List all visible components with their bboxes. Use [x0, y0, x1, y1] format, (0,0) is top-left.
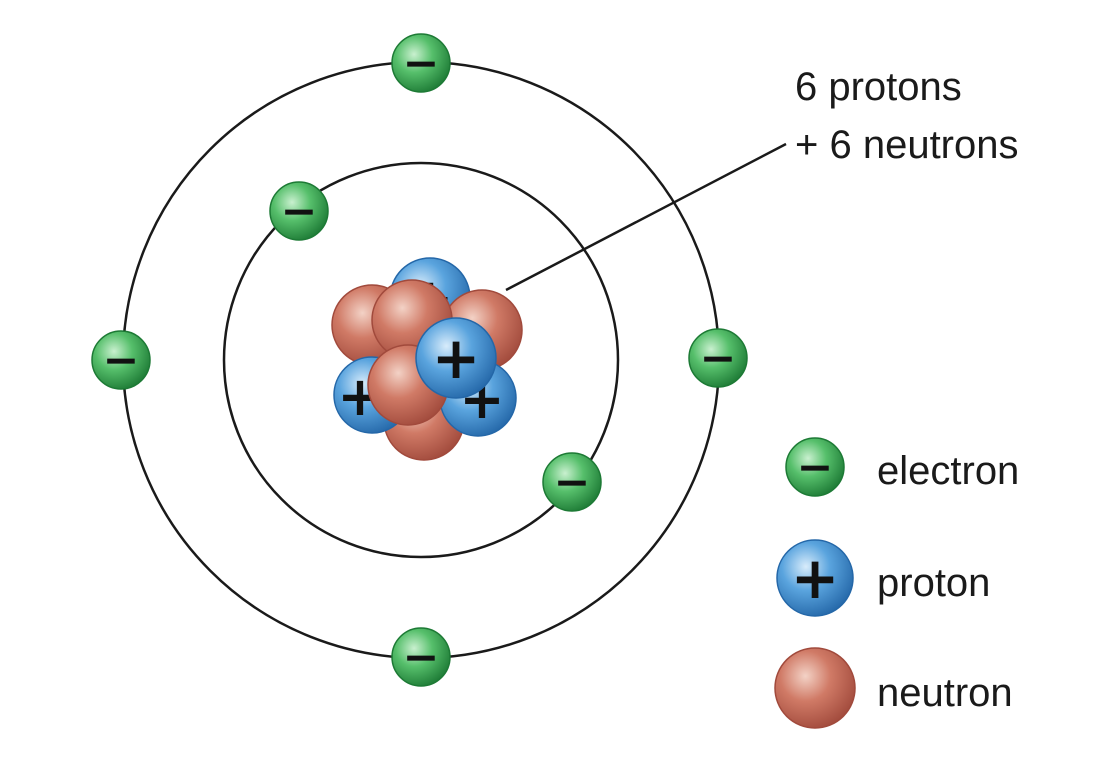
electron-sign: −	[797, 442, 834, 493]
annotation-neutrons: + 6 neutrons	[795, 123, 1019, 167]
electron-sign: −	[103, 335, 140, 386]
electron-sign: −	[403, 38, 440, 89]
neutron-legend-icon	[774, 647, 856, 729]
annotation-protons: 6 protons	[795, 65, 962, 109]
nucleus: + + + +	[331, 257, 523, 461]
electron: −	[91, 330, 151, 390]
legend-neutron-label: neutron	[877, 671, 1013, 715]
electron-sign: −	[403, 632, 440, 683]
electron: −	[269, 181, 329, 241]
proton-legend-icon	[776, 539, 854, 617]
legend-electron-label: electron	[877, 449, 1019, 493]
legend-proton: + proton	[776, 539, 990, 617]
electron: −	[542, 452, 602, 512]
electron-sign: −	[554, 457, 591, 508]
legend: − electron + proton neutron	[774, 437, 1019, 729]
electron-legend-icon	[785, 437, 845, 497]
proton-sign: +	[791, 544, 840, 612]
electron: −	[688, 328, 748, 388]
electron: −	[391, 33, 451, 93]
legend-electron: − electron	[785, 437, 1019, 497]
proton: +	[415, 317, 497, 399]
electron-sign: −	[700, 333, 737, 384]
proton-sign: +	[432, 324, 481, 392]
inner-orbit	[222, 161, 620, 559]
electron-sign: −	[281, 186, 318, 237]
nucleus-pointer-line	[505, 142, 787, 292]
electron: −	[391, 627, 451, 687]
legend-neutron: neutron	[774, 647, 1013, 729]
legend-proton-label: proton	[877, 561, 990, 605]
